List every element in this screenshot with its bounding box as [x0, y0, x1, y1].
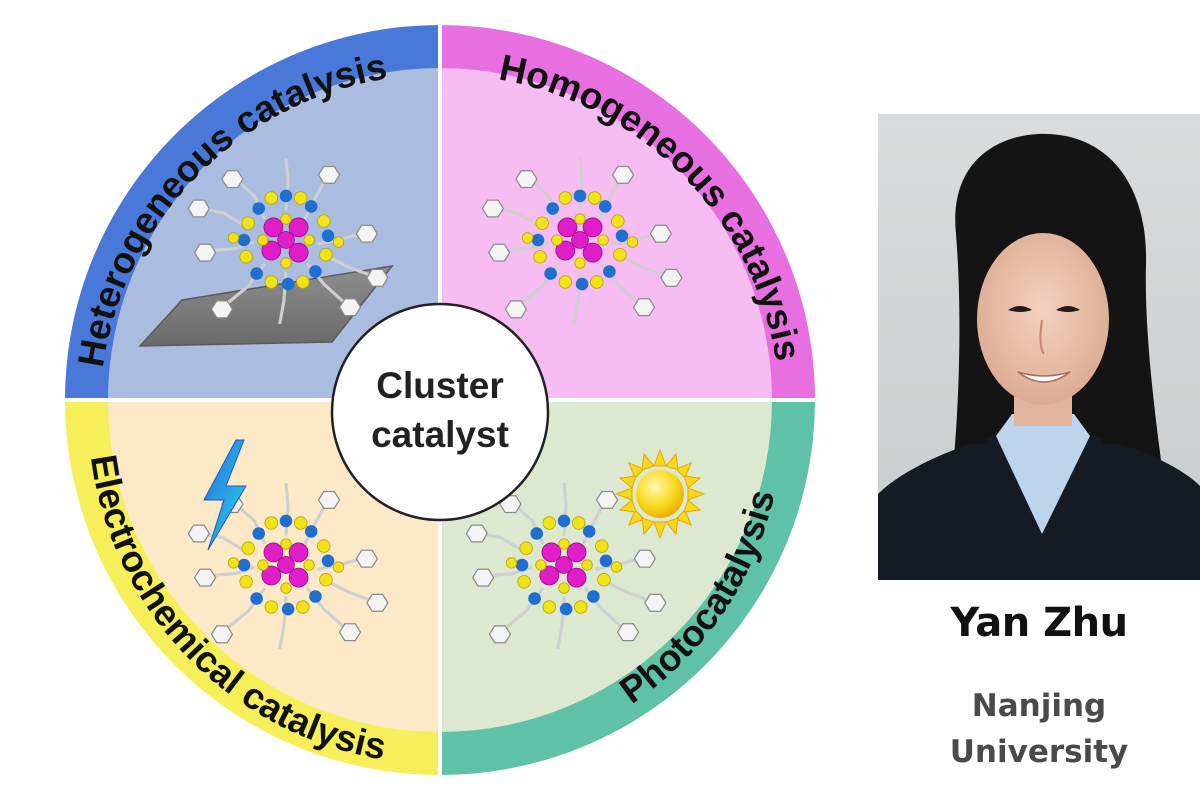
center-label-line2: catalyst	[371, 414, 509, 455]
affiliation-line1: Nanjing	[971, 688, 1107, 724]
quadrant-homogeneous	[440, 68, 772, 400]
support-plate-icon	[138, 264, 394, 347]
catalysis-diagram: Cluster catalyst Heterogeneous catalysis…	[65, 25, 815, 775]
sun-icon	[614, 448, 706, 540]
person-name: Yan Zhu	[950, 600, 1128, 646]
lightning-bolt-icon	[203, 439, 247, 551]
affiliation-line2: University	[949, 734, 1129, 770]
person-portrait-icon	[878, 114, 1200, 580]
portrait-photo	[878, 114, 1200, 580]
center-label-line1: Cluster	[376, 365, 503, 406]
center-circle	[330, 302, 550, 522]
